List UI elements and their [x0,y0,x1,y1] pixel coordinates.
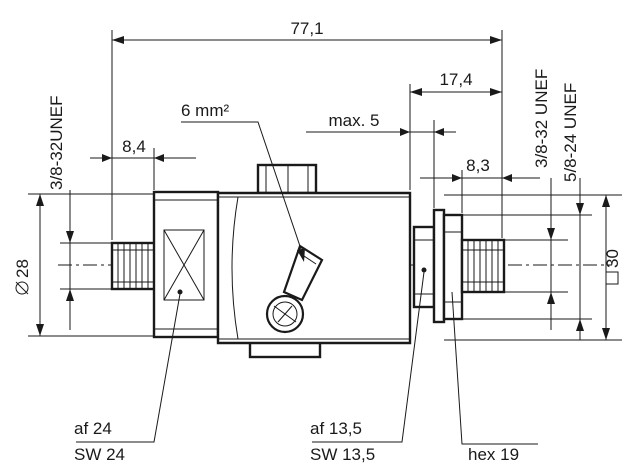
dimension-square: 30 [444,194,622,341]
hex-label: hex 19 [468,445,519,464]
dimension-max-offset: max. 5 [306,111,456,208]
left-connector [110,241,158,291]
dimension-diameter: 28 [13,193,154,337]
dimension-right-thread-offset: 8,3 [420,156,540,213]
left-thread-label: 3/8-32UNEF [47,96,66,190]
right-sw-label: SW 13,5 [310,445,375,464]
right-thread-offset-label: 8,3 [466,156,490,175]
wire-label: 6 mm² [181,101,230,120]
dimension-right-section-length: 17,4 [409,70,502,190]
left-sw-label: SW 24 [74,445,125,464]
hex-callout: hex 19 [451,291,538,464]
square-label: 30 [603,249,622,268]
wire-callout: 6 mm² [181,101,305,262]
left-af-label: af 24 [74,419,112,438]
right-thread-inner-label: 3/8-32 UNEF [532,69,551,168]
right-thread-outer-label: 5/8-24 UNEF [561,83,580,182]
left-thread-callout: 3/8-32UNEF [47,96,112,330]
dimension-overall-length: 77,1 [111,19,503,240]
left-nut-callout: af 24 SW 24 [74,293,181,464]
max-offset-label: max. 5 [328,111,379,130]
right-af-label: af 13,5 [310,419,362,438]
right-nut-callout: af 13,5 SW 13,5 [310,267,427,464]
diameter-label: 28 [13,259,32,278]
left-thread-offset-label: 8,4 [122,137,146,156]
overall-length-label: 77,1 [290,19,323,38]
left-hex-nut [152,190,220,339]
right-section-length-label: 17,4 [439,70,472,89]
right-section [412,208,506,324]
right-thread-callouts: 3/8-32 UNEF 5/8-24 UNEF [462,69,592,340]
dimension-left-thread-offset: 8,4 [90,137,196,190]
